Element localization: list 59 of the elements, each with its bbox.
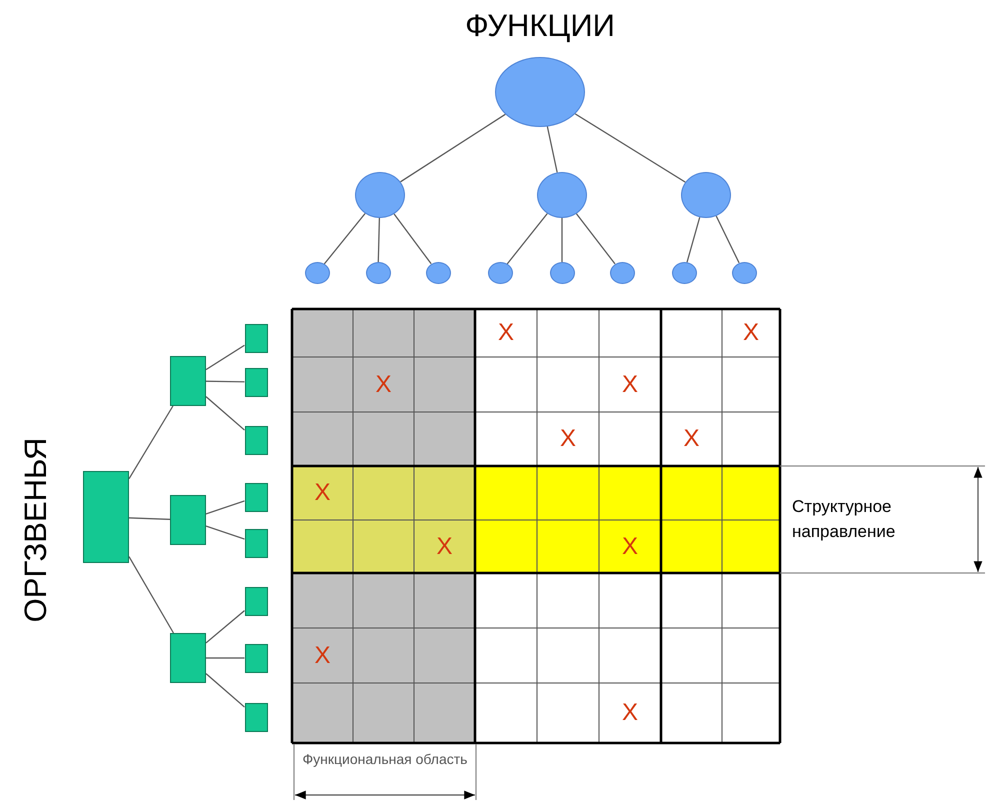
function-circle [426,262,450,284]
function-circle [681,172,731,218]
cell-mark: X [684,425,700,453]
connector-line [574,113,686,183]
cell-mark: X [622,532,638,560]
connector-line [206,500,245,514]
connector-line [506,213,548,264]
cell-mark: X [622,699,638,727]
connector-line [686,217,700,262]
axis-title: ОРГЗВЕНЬЯ [18,438,54,622]
connector-line [576,213,616,264]
org-unit-box [83,471,129,563]
connector-line [206,610,245,644]
connector-line [206,526,245,540]
cell-mark: X [498,319,514,347]
function-circle [366,262,390,284]
cell-mark: X [314,479,330,507]
function-circle [672,262,696,284]
org-unit-box [170,633,206,683]
org-unit-box [244,426,268,454]
function-circle [610,262,634,284]
org-unit-box [244,528,268,558]
cell-mark: X [560,425,576,453]
connector-line [128,406,174,480]
cell-mark: X [622,370,638,398]
org-unit-box [244,482,268,512]
connector-line [206,396,245,430]
connector-line [128,556,174,634]
cell-mark: X [743,319,759,347]
connector-line [206,380,244,382]
function-circle [732,262,756,284]
connector-line [206,673,245,708]
connector-line [128,517,170,520]
connector-line [716,216,740,264]
org-unit-box [170,356,206,406]
org-unit-box [244,702,268,732]
function-circle [355,172,405,218]
org-unit-box [170,495,206,545]
function-circle [488,262,512,284]
dimension-label: Структурное направление [792,496,896,543]
connector-line [561,218,563,262]
org-unit-box [244,368,268,396]
cell-mark: X [314,642,330,670]
cell-mark: X [436,532,452,560]
function-circle [304,262,330,284]
connector-line [546,126,558,173]
diagram-title: ФУНКЦИИ [465,8,615,44]
org-unit-box [244,324,268,352]
org-unit-box [244,644,268,672]
cell-mark: X [376,370,392,398]
connector-line [378,218,380,262]
org-unit-box [244,586,268,616]
connector-line [206,344,245,370]
connector-line [324,213,366,264]
function-circle [550,262,574,284]
connector-line [394,214,432,264]
connector-line [400,114,506,182]
connector-line [206,657,244,659]
function-circle [537,172,587,218]
